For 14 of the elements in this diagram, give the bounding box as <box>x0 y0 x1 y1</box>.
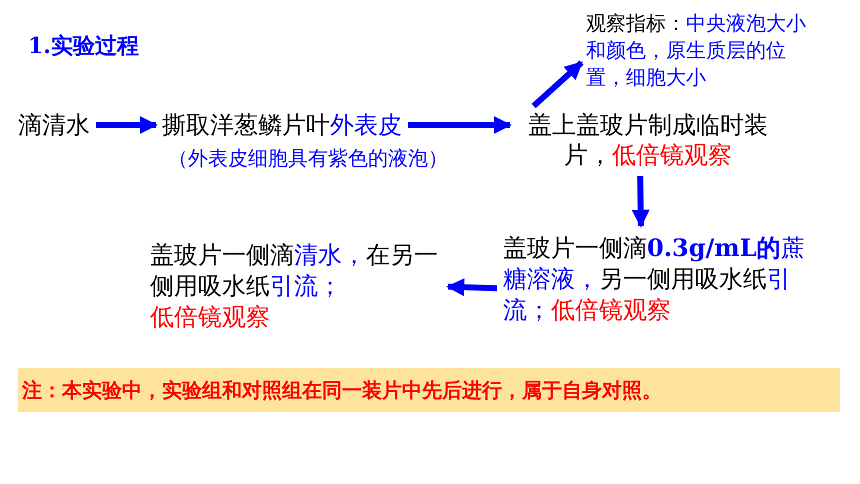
arrow <box>408 116 512 134</box>
caption-text: （外表皮细胞具有紫色的液泡） <box>168 145 448 171</box>
arrow <box>532 60 584 108</box>
arrow <box>446 278 498 296</box>
step-text: 盖玻片一侧滴清水，在另一侧用吸水纸引流； 低倍镜观察 <box>150 240 442 333</box>
step-text: 盖玻片一侧滴0.3g/mL的蔗糖溶液，另一侧用吸水纸引流；低倍镜观察 <box>503 232 805 326</box>
arrow <box>96 116 158 134</box>
note-text: 观察指标：中央液泡大小和颜色，原生质层的位置，细胞大小 <box>586 10 816 91</box>
step-text: 滴清水 <box>18 110 90 140</box>
section-title: 1.实验过程 <box>28 32 139 61</box>
step-text: 盖上盖玻片制成临时装片，低倍镜观察 <box>516 110 780 170</box>
note-banner: 注：本实验中，实验组和对照组在同一装片中先后进行，属于自身对照。 <box>18 368 840 412</box>
arrow <box>632 176 650 228</box>
step-text: 撕取洋葱鳞片叶外表皮 <box>162 110 402 140</box>
